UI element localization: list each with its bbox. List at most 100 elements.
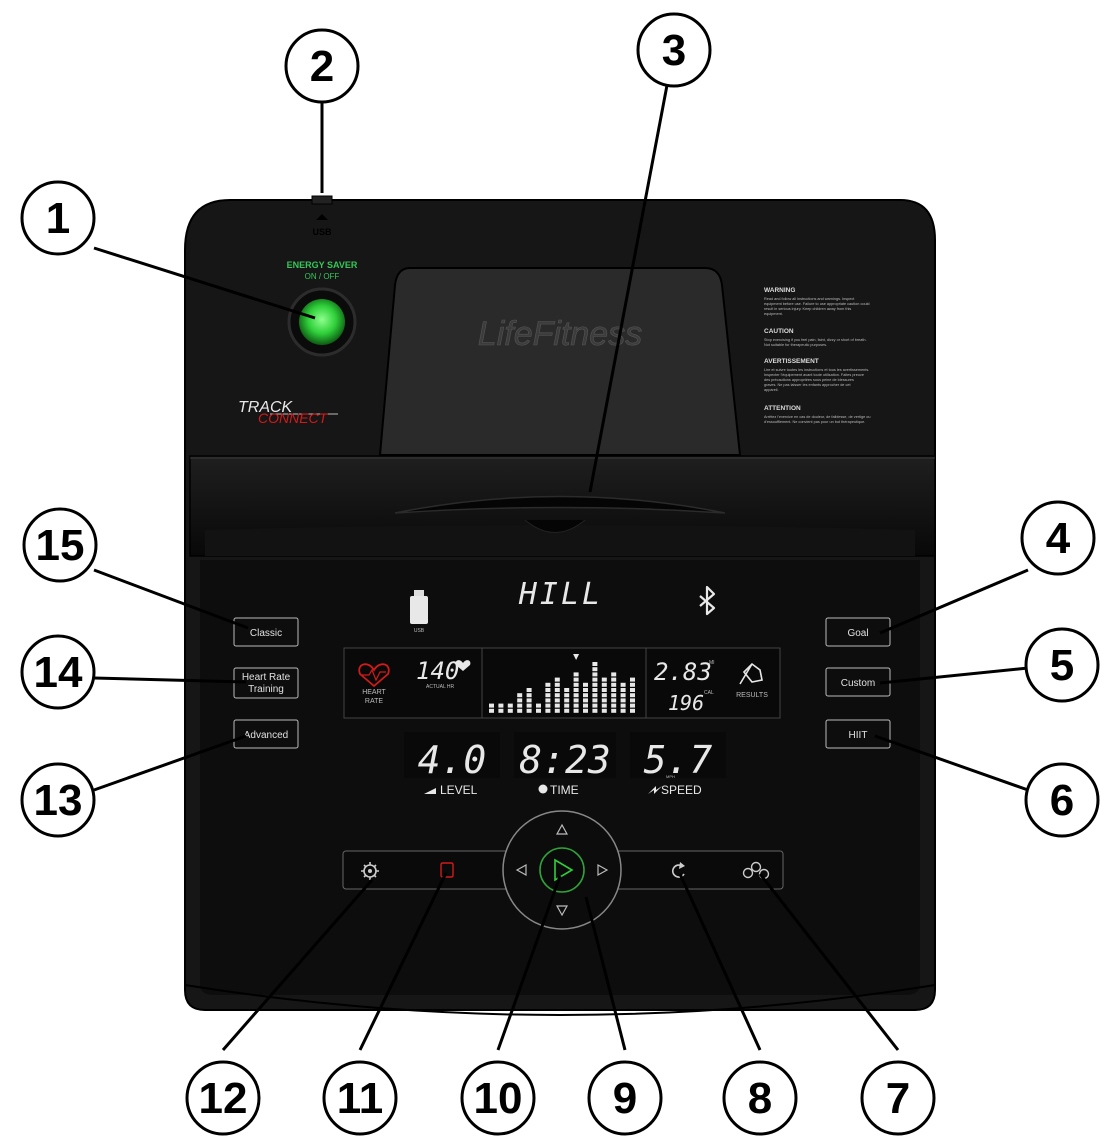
right-arrow-button[interactable] [597, 863, 609, 877]
profile-bar [536, 703, 541, 713]
speed-unit: MPH [666, 774, 675, 779]
rate-label: RATE [365, 698, 383, 705]
profile-bar [583, 682, 588, 713]
svg-text:3: 3 [662, 26, 686, 75]
energy-saver-sub: ON / OFF [305, 272, 340, 281]
callout-3: 3 [636, 12, 712, 88]
usb-drive-icon: USB [410, 590, 428, 634]
svg-text:9: 9 [613, 1074, 637, 1123]
profile-bar [564, 688, 570, 713]
attention-body: Arrêtez l'exercice en cas de douleur, de… [764, 415, 872, 424]
console-bottom-lip [184, 984, 936, 1016]
advanced-button[interactable]: Advanced [233, 719, 299, 749]
speed-icon [648, 786, 662, 794]
svg-text:15: 15 [36, 521, 85, 570]
time-icon [538, 784, 548, 794]
level-value: 4.0 [418, 738, 487, 782]
attention-title: ATTENTION [764, 405, 801, 412]
warning-labels: WARNING Read and follow all instructions… [764, 287, 872, 424]
classic-button[interactable]: Classic [233, 617, 299, 647]
svg-text:Goal: Goal [847, 628, 868, 639]
usb-port[interactable] [311, 195, 333, 205]
svg-text:Training: Training [248, 684, 284, 695]
settings-gear-icon[interactable] [361, 862, 379, 880]
profile-bar [620, 682, 626, 713]
energy-saver-title: ENERGY SAVER [287, 260, 358, 270]
up-arrow-button[interactable] [555, 823, 569, 835]
svg-text:4: 4 [1046, 514, 1071, 563]
actual-hr-label: ACTUAL HR [426, 684, 455, 690]
svg-text:2: 2 [310, 42, 334, 91]
track-label: TRACK [238, 399, 294, 416]
connect-label: CONNECT [258, 410, 329, 426]
calories-value: 196 [668, 691, 704, 715]
svg-text:Advanced: Advanced [244, 730, 288, 741]
svg-text:HIIT: HIIT [849, 730, 868, 741]
svg-text:14: 14 [34, 648, 83, 697]
profile-position-marker [573, 654, 580, 660]
goal-button[interactable]: Goal [825, 617, 891, 647]
usb-arrow-icon [316, 214, 328, 220]
callout-10: 10 [460, 1060, 536, 1136]
distance-value: 2.83 [654, 658, 712, 686]
profile-bar [526, 688, 532, 713]
svg-text:11: 11 [337, 1074, 384, 1123]
avertissement-title: AVERTISSEMENT [764, 358, 819, 365]
hr-zone-icon[interactable] [440, 862, 454, 878]
profile-bar [554, 677, 560, 713]
start-button[interactable] [539, 847, 585, 893]
callout-15: 15 [22, 507, 98, 583]
program-name: HILL [518, 577, 603, 612]
warning-title: WARNING [764, 287, 795, 294]
profile-bar [611, 672, 617, 713]
callout-1: 1 [20, 180, 96, 256]
tray-center-notch [524, 519, 586, 533]
callout-6: 6 [1024, 762, 1100, 838]
svg-text:13: 13 [34, 776, 83, 825]
profile-bar [592, 662, 598, 713]
heart-rate-training-button[interactable]: Heart Rate Training [233, 667, 299, 699]
distance-unit: MI [709, 660, 715, 666]
workout-profile [489, 654, 635, 713]
tray-front-lip [205, 525, 915, 556]
profile-bar [601, 677, 607, 713]
svg-text:12: 12 [199, 1074, 248, 1123]
life-fitness-logo: LifeFitness [478, 315, 642, 353]
svg-text:1: 1 [46, 194, 70, 243]
svg-text:10: 10 [474, 1074, 523, 1123]
svg-text:USB: USB [414, 628, 425, 634]
level-window [404, 732, 500, 778]
svg-text:6: 6 [1050, 776, 1074, 825]
speed-window [630, 732, 726, 778]
profile-bar [507, 703, 513, 713]
actual-hr-value: 140 [416, 657, 459, 685]
tray-handle [394, 495, 726, 514]
warning-body: Read and follow all instructions and war… [764, 297, 871, 316]
heart-rate-icon [358, 663, 390, 688]
svg-text:5: 5 [1050, 641, 1074, 690]
callout-11: 11 [322, 1060, 398, 1136]
reading-rack [378, 267, 742, 456]
down-arrow-button[interactable] [555, 905, 569, 917]
svg-text:7: 7 [886, 1074, 910, 1123]
profile-bar [630, 677, 635, 713]
profile-bar [545, 682, 551, 713]
profile-bar [517, 693, 523, 713]
bluetooth-icon [699, 585, 716, 616]
lcd-panel [343, 647, 781, 719]
callout-7: 7 [860, 1060, 936, 1136]
time-value: 8:23 [519, 738, 611, 782]
usb-label: USB [312, 227, 332, 237]
small-heart-icon [455, 660, 471, 671]
svg-text:Custom: Custom [841, 678, 875, 689]
left-arrow-button[interactable] [515, 863, 527, 877]
callout-14: 14 [20, 634, 96, 710]
power-button[interactable] [299, 299, 345, 345]
results-flag-icon [739, 662, 763, 685]
callout-9: 9 [587, 1060, 663, 1136]
hiit-button[interactable]: HIIT [825, 719, 891, 749]
avertissement-body: Lire et suivre toutes les instructions e… [764, 368, 870, 392]
calories-unit: CAL [704, 690, 714, 696]
results-label: RESULTS [736, 692, 768, 699]
time-window [514, 732, 616, 778]
